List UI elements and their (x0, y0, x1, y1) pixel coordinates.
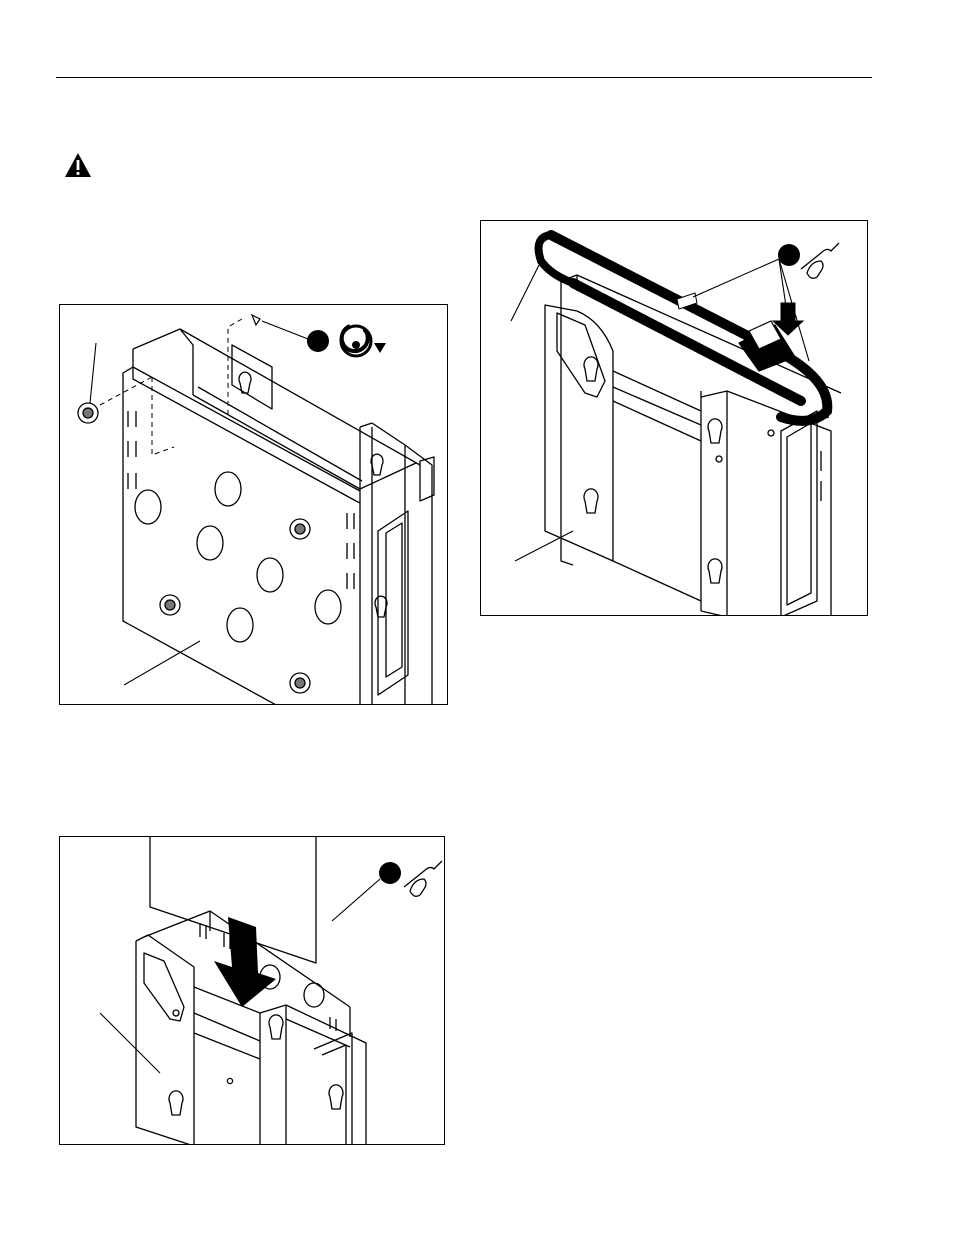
callout-dot-icon (778, 244, 800, 266)
figure-bracket-grommets (59, 304, 448, 705)
device-insert-illustration (60, 837, 445, 1145)
strap-device-illustration (481, 221, 868, 616)
hand-press-icon (404, 861, 442, 896)
figure-device-insert (59, 836, 445, 1145)
bracket-grommet-illustration (60, 305, 448, 705)
hand-press-icon (801, 243, 839, 278)
callout-dot-icon (307, 330, 329, 352)
figure-strap-device (480, 220, 868, 616)
warning-triangle-icon (64, 152, 92, 178)
screw-rotate-icon (341, 326, 386, 356)
header-rule (56, 77, 872, 78)
callout-dot-icon (379, 862, 401, 884)
